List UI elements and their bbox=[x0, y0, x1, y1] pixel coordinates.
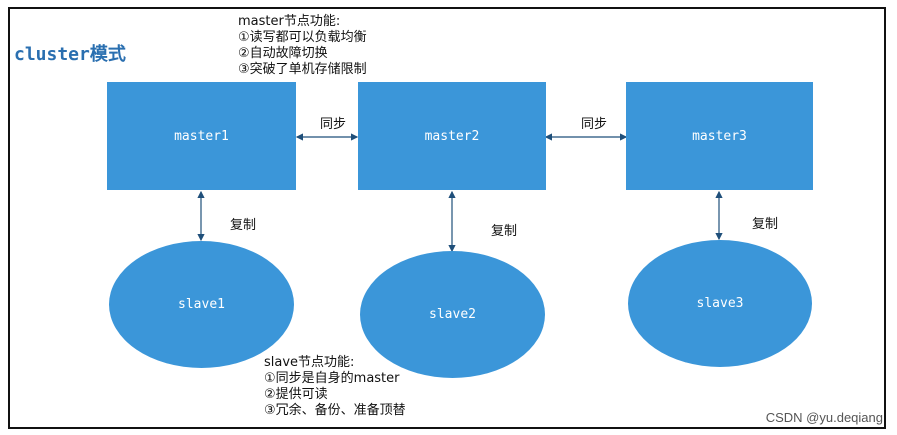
slave1-node: slave1 bbox=[109, 241, 294, 368]
watermark-text: CSDN @yu.deqiang bbox=[765, 410, 883, 425]
slave-note-line-1: ①同步是自身的master bbox=[264, 371, 400, 386]
master3-node: master3 bbox=[626, 82, 813, 190]
slave-note-line-2: ②提供可读 bbox=[264, 387, 328, 402]
slave-function-note: slave节点功能: ①同步是自身的master ②提供可读 ③冗余、备份、准备… bbox=[264, 355, 406, 419]
slave2-node: slave2 bbox=[360, 251, 545, 378]
slave3-node: slave3 bbox=[628, 240, 812, 367]
copy-label-2: 复制 bbox=[491, 224, 518, 239]
copy-label-3: 复制 bbox=[752, 217, 779, 232]
master1-node: master1 bbox=[107, 82, 296, 190]
slave-note-heading: slave节点功能: bbox=[264, 355, 355, 370]
sync-label-2: 同步 bbox=[581, 117, 608, 132]
master2-node: master2 bbox=[358, 82, 546, 190]
slave-note-line-3: ③冗余、备份、准备顶替 bbox=[264, 403, 406, 418]
master-function-note: master节点功能: ①读写都可以负载均衡 ②自动故障切换 ③突破了单机存储限… bbox=[238, 14, 367, 78]
diagram-frame bbox=[8, 7, 886, 429]
master-note-line-3: ③突破了单机存储限制 bbox=[238, 62, 367, 77]
master-note-heading: master节点功能: bbox=[238, 14, 341, 29]
copy-label-1: 复制 bbox=[230, 218, 257, 233]
sync-label-1: 同步 bbox=[320, 117, 347, 132]
master-note-line-2: ②自动故障切换 bbox=[238, 46, 328, 61]
master-note-line-1: ①读写都可以负载均衡 bbox=[238, 30, 367, 45]
diagram-title: cluster模式 bbox=[14, 44, 126, 65]
